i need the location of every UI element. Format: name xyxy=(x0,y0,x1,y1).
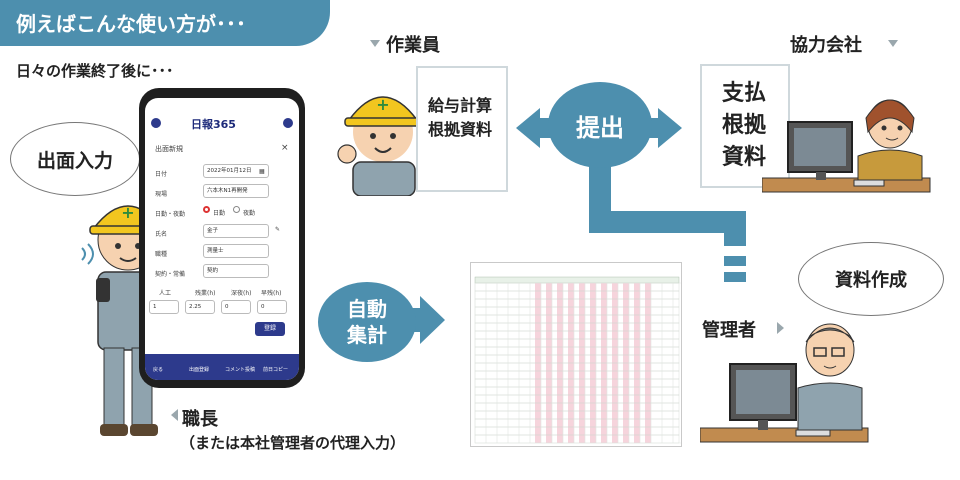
field-label: 職種 xyxy=(155,251,168,258)
svg-text:+: + xyxy=(376,95,389,114)
triangle-icon xyxy=(171,409,178,421)
night-shift-radio[interactable] xyxy=(233,206,240,213)
payment-doc-line: 根拠 xyxy=(722,113,767,138)
user-icon[interactable] xyxy=(283,118,293,128)
close-icon[interactable]: × xyxy=(281,143,289,153)
day-shift-radio[interactable] xyxy=(203,206,210,213)
payment-doc-line: 資料 xyxy=(722,145,767,170)
nav-register[interactable]: 出面登録 xyxy=(189,367,210,373)
field-label: 現場 xyxy=(155,191,168,198)
hours-label: 深夜(h) xyxy=(231,290,252,297)
manager-illustration xyxy=(700,323,869,443)
sheet-header-band xyxy=(474,276,680,284)
auto-total-label: 自動 xyxy=(347,297,387,321)
calendar-icon[interactable]: ▦ xyxy=(259,168,265,175)
hours-input[interactable]: 0 xyxy=(221,300,251,314)
option-label: 日勤 xyxy=(213,210,226,217)
hours-label: 残業(h) xyxy=(195,290,216,297)
name-select[interactable]: 金子 xyxy=(203,224,269,238)
submit-connector xyxy=(589,160,746,246)
role-manager: 管理者 xyxy=(702,320,756,341)
banner-title: 例えばこんな使い方が･･･ xyxy=(16,12,246,36)
speech-bubble-input-text: 出面入力 xyxy=(36,149,113,172)
payroll-doc-line: 根拠資料 xyxy=(428,120,493,139)
speech-bubble-input: 出面入力 xyxy=(10,122,140,196)
nav-comment[interactable]: コメント投稿 xyxy=(225,367,256,373)
sheet-column xyxy=(672,282,681,444)
role-partner: 協力会社 xyxy=(790,35,862,56)
register-button[interactable]: 登録 xyxy=(255,322,285,336)
role-worker: 作業員 xyxy=(386,35,440,56)
contract-select[interactable]: 契約 xyxy=(203,264,269,278)
submit-bubble: 提出 xyxy=(548,82,652,168)
submit-label: 提出 xyxy=(576,113,624,142)
foreman-note: （または本社管理者の代理入力） xyxy=(180,434,406,452)
hours-label: 早残(h) xyxy=(261,290,282,297)
triangle-icon xyxy=(370,40,380,47)
app-logo: 日報365 xyxy=(191,118,236,131)
option-label: 夜勤 xyxy=(243,210,256,217)
date-input[interactable]: 2022年01月12日 xyxy=(203,164,269,178)
hours-input[interactable]: 2.25 xyxy=(185,300,215,314)
field-label: 氏名 xyxy=(155,231,168,238)
role-foreman: 職長 xyxy=(182,409,218,430)
nav-back[interactable]: 戻る xyxy=(153,367,164,373)
payroll-doc-line: 給与計算 xyxy=(428,96,493,115)
payment-doc-line: 支払 xyxy=(722,81,767,106)
worker-illustration: + xyxy=(337,95,422,196)
nav-copy[interactable]: 前日コピー xyxy=(263,367,289,373)
field-label: 日勤・夜勤 xyxy=(155,211,186,218)
hours-input[interactable]: 0 xyxy=(257,300,287,314)
connector-dash-1 xyxy=(724,256,746,266)
form-title: 出面新規 xyxy=(155,145,183,153)
triangle-icon xyxy=(888,40,898,47)
hours-label: 人工 xyxy=(159,290,172,297)
connector-dash-2 xyxy=(724,272,746,282)
speech-bubble-doc-text: 資料作成 xyxy=(835,270,907,291)
hours-input[interactable]: 1 xyxy=(149,300,179,314)
svg-text:+: + xyxy=(121,203,134,222)
pencil-icon[interactable]: ✎ xyxy=(275,226,281,233)
site-select[interactable]: 六本木N1再開発 xyxy=(203,184,269,198)
payment-document: 支払 根拠 資料 xyxy=(700,64,790,188)
menu-icon[interactable] xyxy=(151,118,161,128)
auto-total-bubble: 自動 集計 xyxy=(318,282,416,362)
nfc-icon xyxy=(81,243,94,265)
partner-illustration xyxy=(762,99,931,193)
triangle-icon xyxy=(777,322,784,334)
subtitle: 日々の作業終了後に･･･ xyxy=(16,62,174,80)
field-label: 契約・常備 xyxy=(155,271,186,278)
banner: 例えばこんな使い方が･･･ xyxy=(0,0,330,46)
trade-select[interactable]: 測量士 xyxy=(203,244,269,258)
bottom-nav xyxy=(145,354,299,380)
spreadsheet-grid xyxy=(474,276,681,444)
phone-screen: 日報365 出面新規 × 日付 2022年01月12日 ▦ 現場 六本木N1再開… xyxy=(145,98,299,380)
speech-bubble-doc-creation: 資料作成 xyxy=(798,242,944,316)
spreadsheet-report xyxy=(470,262,682,447)
payroll-document: 給与計算 根拠資料 xyxy=(416,66,508,192)
field-label: 日付 xyxy=(155,171,168,178)
auto-total-label: 集計 xyxy=(347,323,387,347)
